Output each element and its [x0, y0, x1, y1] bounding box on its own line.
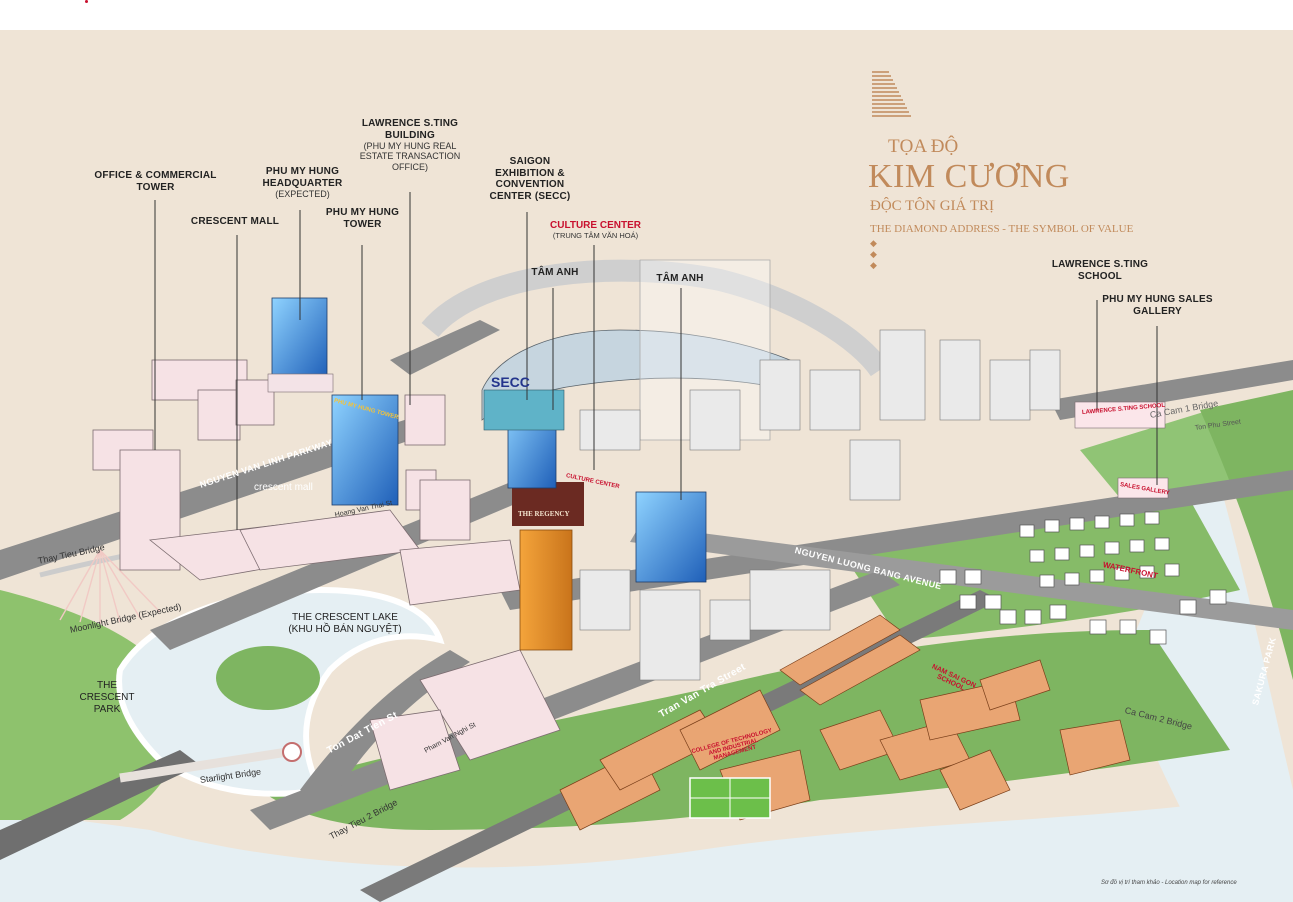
area-crescent-lake: THE CRESCENT LAKE (KHU HỒ BÁN NGUYỆT) [288, 612, 402, 635]
label-crescent-mall: CRESCENT MALL [190, 216, 280, 227]
tam-anh-2 [635, 491, 707, 583]
label-lawrence-building: LAWRENCE S.TING BUILDING (PHU MY HUNG RE… [359, 118, 461, 172]
sign-crescent-mall: crescent mall [254, 482, 313, 493]
area-crescent-park: THE CRESCENT PARK [79, 680, 135, 715]
regency-sign-plate [512, 482, 584, 526]
sales-gallery-building [1117, 477, 1169, 499]
leader-lines [154, 192, 1158, 530]
orange-buildings [559, 614, 1131, 831]
pmh-hq-base [267, 373, 334, 393]
brand-tagline: THE DIAMOND ADDRESS - THE SYMBOL OF VALU… [870, 223, 1134, 235]
waterfront-houses [939, 511, 1227, 645]
sign-regency: THE REGENCY [518, 510, 570, 518]
pmh-tower [331, 394, 399, 506]
map-stage: TỌA ĐỘ KIM CƯƠNG ĐỘC TÔN GIÁ TRỊ THE DIA… [0, 30, 1293, 902]
label-tam-anh-2: TÂM ANH [656, 273, 704, 284]
starlight-bridge-marker [282, 742, 302, 762]
secc-glass [483, 389, 565, 431]
label-pmh-headquarter: PHU MY HUNG HEADQUARTER (EXPECTED) [262, 166, 343, 199]
green-strip-right [1200, 390, 1293, 680]
brand-line-1: TỌA ĐỘ [888, 136, 959, 157]
starlight-bridge [119, 745, 301, 783]
moonlight-bridge-cables [59, 549, 161, 624]
label-pmh-tower: PHU MY HUNG TOWER [325, 207, 400, 230]
top-mark [85, 0, 88, 3]
brand-dots: ◆ ◆ ◆ [870, 238, 882, 270]
lawrence-school-building [1074, 401, 1166, 429]
map-disclaimer: Sơ đồ vị trí tham khảo - Location map fo… [1101, 880, 1237, 886]
sign-secc: SECC [491, 374, 530, 390]
brand-line-2: KIM CƯƠNG [868, 158, 1070, 195]
brand-line-3: ĐỘC TÔN GIÁ TRỊ [870, 198, 995, 214]
label-office-tower: OFFICE & COMMERCIAL TOWER [94, 170, 217, 193]
regency-tower [519, 529, 573, 651]
label-lawrence-school: LAWRENCE S.TING SCHOOL [1051, 259, 1149, 282]
green-left-park [0, 590, 187, 820]
river-bottom [0, 790, 1293, 902]
lake-island [216, 646, 320, 710]
buildings-left [92, 359, 561, 791]
label-secc: SAIGON EXHIBITION & CONVENTION CENTER (S… [489, 156, 571, 202]
label-tam-anh-1: TÂM ANH [531, 267, 579, 278]
brand-logo [872, 71, 911, 117]
map-artwork [0, 30, 1293, 902]
label-sales-gallery: PHU MY HUNG SALES GALLERY [1102, 294, 1213, 317]
secc-ring-road [421, 259, 890, 377]
label-culture-center: CULTURE CENTER (TRUNG TÂM VĂN HOÁ) [550, 220, 641, 240]
buildings-grey [579, 329, 1061, 681]
river-right [1120, 450, 1293, 902]
